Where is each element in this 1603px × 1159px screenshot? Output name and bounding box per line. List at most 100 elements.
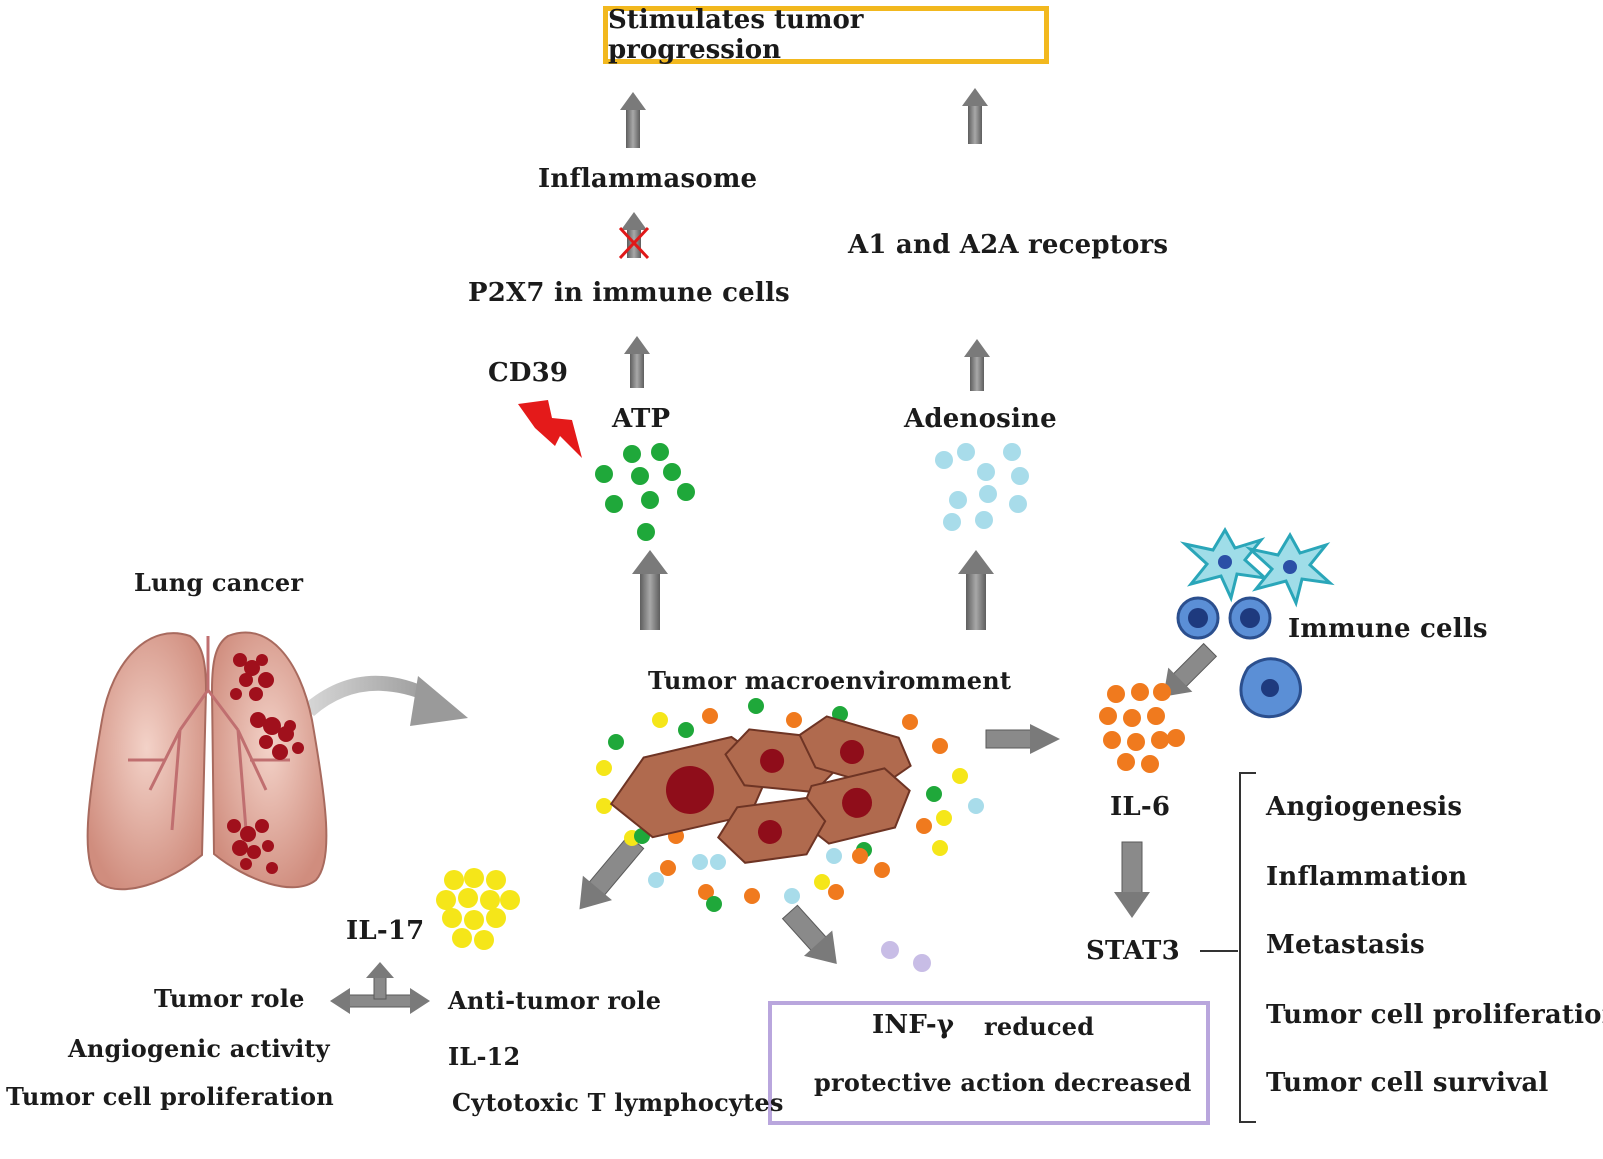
il6-particles [1099, 683, 1185, 773]
tumor-particle [786, 712, 802, 728]
anti-tumor-role-label: Anti-tumor role [448, 986, 662, 1015]
il17-particles [436, 868, 520, 950]
stimulates-tumor-progression-box: Stimulates tumor progression [603, 5, 1049, 65]
cytotoxic-t-lymphocytes-label: Cytotoxic T lymphocytes [452, 1088, 784, 1117]
inflammasome-label: Inflammasome [538, 164, 758, 194]
arrow-adenosine-to-receptors [964, 339, 990, 391]
tumor-particle [952, 768, 968, 784]
il17-particle [452, 928, 472, 948]
il6-particle [1153, 683, 1171, 701]
atp-particle [663, 463, 681, 481]
atp-particle [637, 523, 655, 541]
stimulates-tumor-progression-label: Stimulates tumor progression [608, 5, 864, 65]
il6-label: IL-6 [1110, 792, 1171, 822]
lung-tumor-spot [239, 673, 253, 687]
ifn-particle [913, 954, 931, 972]
adenosine-particles [935, 443, 1029, 531]
lung-tumor-spot [244, 660, 260, 676]
lung-tumor-spot [240, 826, 256, 842]
atp-particles [595, 443, 695, 541]
adenosine-particle [957, 443, 975, 461]
atp-label: ATP [612, 404, 671, 434]
tumor-role-label: Tumor role [154, 984, 305, 1013]
lung-tumor-spot [227, 819, 241, 833]
tumor-particle [648, 872, 664, 888]
immune-cells-icon [1176, 527, 1335, 719]
tumor-particle [828, 884, 844, 900]
il17-label: IL-17 [346, 916, 425, 946]
lung-tumor-spot [240, 858, 252, 870]
ifn-gamma-box [768, 1001, 1210, 1125]
il6-particle [1123, 709, 1141, 727]
tumor-particle [706, 896, 722, 912]
tumor-particle [702, 708, 718, 724]
tumor-particle [608, 734, 624, 750]
il6-particle [1141, 755, 1159, 773]
tumor-particle [660, 860, 676, 876]
lung-tumor-spot [258, 672, 274, 688]
cd39-lightning-icon [518, 400, 582, 458]
arrow-tumor-to-adenosine [958, 550, 994, 630]
effect-angiogenesis: Angiogenesis [1266, 792, 1463, 822]
arrow-tumor-to-atp [632, 550, 668, 630]
il17-particle [444, 870, 464, 890]
lung-tumor-spot [263, 717, 281, 735]
adenosine-particle [935, 451, 953, 469]
il12-label: IL-12 [448, 1042, 521, 1071]
lung-tumor-spot [233, 653, 247, 667]
tumor-particle [902, 714, 918, 730]
atp-particle [623, 445, 641, 463]
il17-particle [474, 930, 494, 950]
tumor-particle [744, 888, 760, 904]
tumor-particle [826, 848, 842, 864]
il17-particle [436, 890, 456, 910]
il17-particle [442, 908, 462, 928]
protective-action-label: protective action decreased [814, 1068, 1192, 1097]
ifn-reduced-label: reduced [984, 1012, 1095, 1041]
atp-particle [605, 495, 623, 513]
lung-tumor-spot [232, 840, 248, 856]
tumor-particle [874, 862, 890, 878]
arrow-atp-to-p2x7 [624, 336, 650, 388]
angiogenic-activity-label: Angiogenic activity [68, 1034, 330, 1063]
tumor-particle [652, 712, 668, 728]
lung-tumor-spot [259, 735, 273, 749]
lung-tumor-spot [262, 840, 274, 852]
tumor-particle [932, 840, 948, 856]
p2x7-label: P2X7 in immune cells [468, 278, 790, 308]
il17-particle [458, 888, 478, 908]
arrow-inflammasome-to-top [620, 92, 646, 148]
receptors-label: A1 and A2A receptors [848, 230, 1169, 260]
il6-particle [1131, 683, 1149, 701]
adenosine-particle [1009, 495, 1027, 513]
il6-particle [1127, 733, 1145, 751]
stat3-label: STAT3 [1086, 936, 1180, 966]
effect-tumor-cell-proliferation: Tumor cell proliferation [1266, 1000, 1603, 1030]
arrow-tumor-to-ifn [781, 904, 837, 965]
adenosine-particle [975, 511, 993, 529]
tumor-macroenvironment-label: Tumor macroenviromment [648, 666, 1012, 695]
arrow-il6-to-stat3 [1114, 841, 1150, 918]
tumor-particle [968, 798, 984, 814]
il17-particle [486, 870, 506, 890]
il6-particle [1099, 707, 1117, 725]
lung-tumor-spot [255, 819, 269, 833]
effect-inflammation: Inflammation [1266, 862, 1468, 892]
effects-bracket [1200, 772, 1256, 1123]
tumor-particle [936, 810, 952, 826]
il17-particle [464, 868, 484, 888]
adenosine-label: Adenosine [904, 404, 1057, 434]
tumor-particle [926, 786, 942, 802]
lung-tumor-spot [230, 688, 242, 700]
atp-particle [595, 465, 613, 483]
il17-particle [464, 910, 484, 930]
atp-particle [651, 443, 669, 461]
il6-particle [1151, 731, 1169, 749]
arrow-tumor-to-il6 [985, 724, 1060, 754]
il17-particle [480, 890, 500, 910]
il17-tumor-cell-proliferation-label: Tumor cell proliferation [6, 1082, 334, 1111]
adenosine-particle [1011, 467, 1029, 485]
tumor-particle [698, 884, 714, 900]
tumor-particle [596, 798, 612, 814]
